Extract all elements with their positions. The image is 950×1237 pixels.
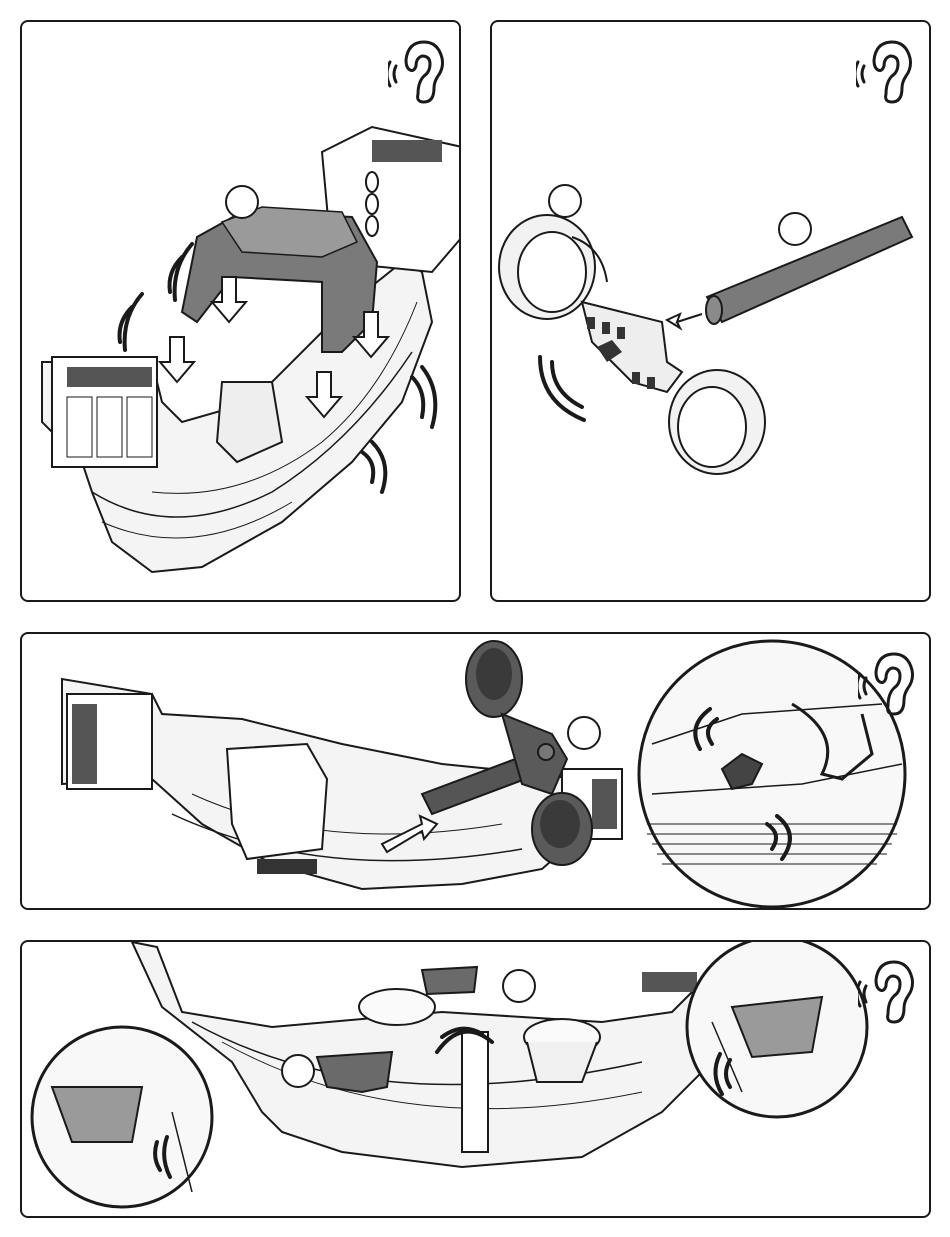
ear-sound-icon — [858, 648, 918, 718]
step-number-circle — [225, 185, 259, 219]
cupholder-illustration — [22, 942, 931, 1218]
step-number-circle — [778, 212, 812, 246]
step-number-circle — [567, 716, 601, 750]
step-number-circle — [281, 1054, 315, 1088]
cupholder-part — [422, 967, 477, 994]
left-arrow-icon — [667, 314, 702, 328]
panel-step-2 — [490, 20, 931, 602]
ear-sound-icon — [856, 36, 916, 106]
chain-icon — [366, 172, 378, 236]
vent-grille-icon — [67, 367, 152, 387]
cupholder-part — [317, 1052, 392, 1092]
handle-illustration — [492, 22, 931, 602]
snap-sound-icon — [540, 357, 584, 420]
step-number-circle — [502, 969, 536, 1003]
ear-sound-icon — [388, 36, 448, 106]
panel-step-1 — [20, 20, 461, 602]
handle-insert-illustration — [22, 634, 931, 910]
panel-step-4 — [20, 940, 931, 1218]
panel-step-3 — [20, 632, 931, 910]
boat-seat-illustration — [22, 22, 461, 602]
step-number-circle — [548, 184, 582, 218]
ear-sound-icon — [858, 956, 918, 1026]
